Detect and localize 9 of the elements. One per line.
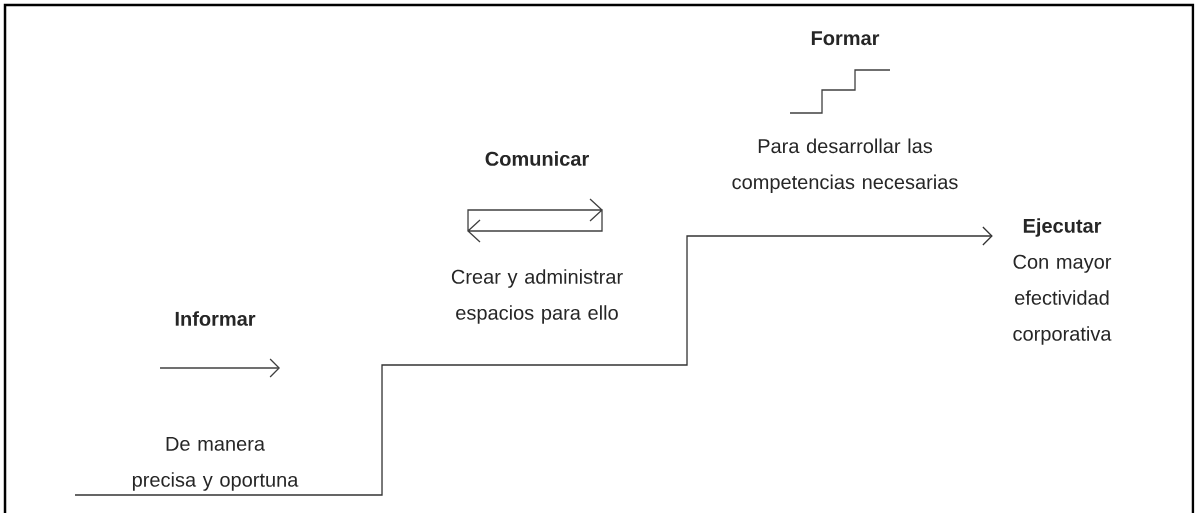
- step-title: Comunicar: [485, 151, 589, 166]
- step-description: Para desarrollar las competencias necesarias: [732, 138, 958, 194]
- step-description: Crear y administrar espacios para ello: [451, 269, 623, 324]
- step-title: Informar: [175, 311, 256, 326]
- staircase-arrow: [74, 226, 993, 496]
- step-title: Ejecutar: [1023, 218, 1102, 237]
- step-description: Con mayor efectividad corporativa: [1013, 254, 1112, 345]
- step-description: De manera precisa y oportuna: [132, 436, 299, 491]
- step-title: Formar: [811, 31, 880, 46]
